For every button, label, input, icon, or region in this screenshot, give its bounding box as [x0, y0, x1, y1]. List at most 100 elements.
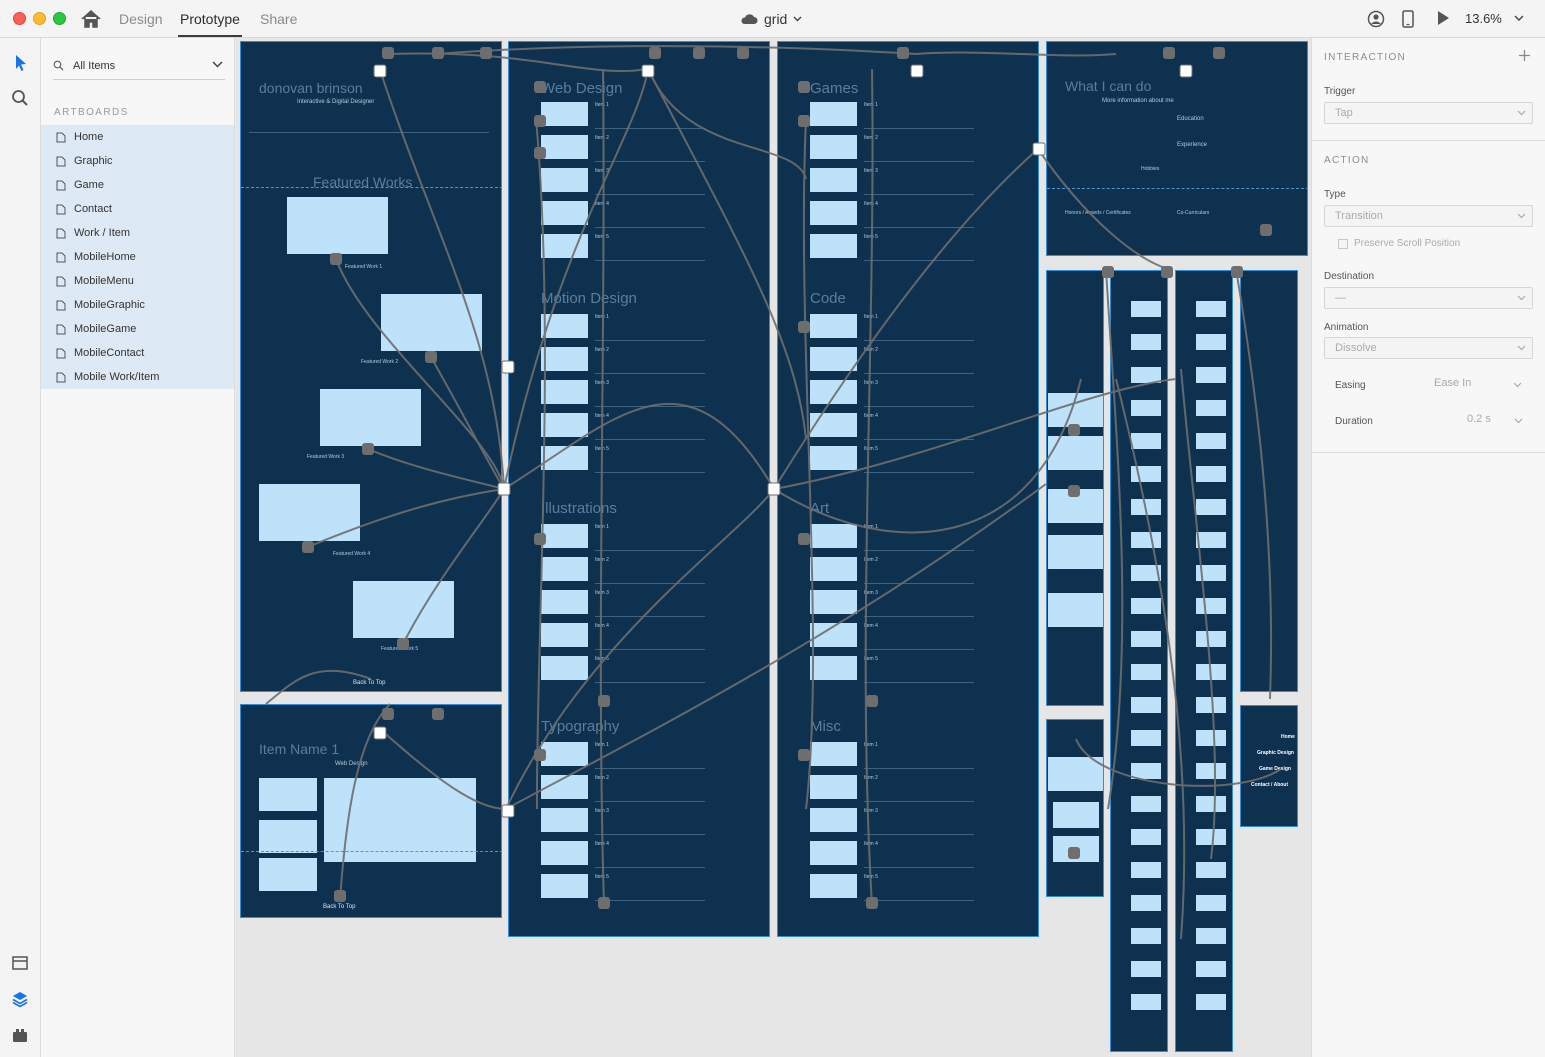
- mobile-thumb[interactable]: [1131, 433, 1161, 449]
- add-interaction-icon[interactable]: [1519, 50, 1530, 61]
- mobile-thumb[interactable]: [1131, 400, 1161, 416]
- item-hero-image[interactable]: [324, 778, 476, 862]
- mobile-thumb[interactable]: [1196, 829, 1226, 845]
- mobile-thumb[interactable]: [1131, 928, 1161, 944]
- mobile-menu-item[interactable]: Game Design: [1259, 766, 1291, 772]
- mobile-menu-item[interactable]: Graphic Design: [1257, 750, 1294, 756]
- minimize-window-button[interactable]: [33, 12, 46, 25]
- item-thumbnail[interactable]: [810, 742, 857, 766]
- mobile-thumb[interactable]: [1196, 730, 1226, 746]
- item-thumbnail[interactable]: [810, 201, 857, 225]
- artboard-list-item[interactable]: MobileMenu: [41, 269, 234, 293]
- zoom-level[interactable]: 13.6%: [1465, 11, 1502, 26]
- close-window-button[interactable]: [13, 12, 26, 25]
- item-thumbnail[interactable]: [541, 557, 588, 581]
- artboard-list-item[interactable]: Contact: [41, 197, 234, 221]
- featured-work-3-thumb[interactable]: [320, 389, 421, 446]
- mobile-thumb[interactable]: [1196, 763, 1226, 779]
- mobile-thumb[interactable]: [1131, 367, 1161, 383]
- assets-panel-icon[interactable]: [11, 954, 29, 972]
- item-thumbnail[interactable]: [810, 841, 857, 865]
- mobile-thumb[interactable]: [1196, 532, 1226, 548]
- device-preview-icon[interactable]: [1402, 10, 1414, 28]
- artboard-home[interactable]: donovan brinson Interactive & Digital De…: [240, 41, 502, 692]
- back-to-top-link[interactable]: Back To Top: [353, 680, 386, 686]
- mobile-thumb[interactable]: [1196, 466, 1226, 482]
- mobile-thumb[interactable]: [1131, 697, 1161, 713]
- artboard-list-item[interactable]: Home: [41, 125, 234, 149]
- artboard-filter-select[interactable]: All Items: [53, 56, 225, 80]
- mobile-thumb[interactable]: [1196, 631, 1226, 647]
- mobile-thumb[interactable]: [1196, 961, 1226, 977]
- item-thumbnail[interactable]: [810, 808, 857, 832]
- mobile-thumb[interactable]: [1048, 535, 1103, 569]
- artboard-list-item[interactable]: Graphic: [41, 149, 234, 173]
- artboard-mobile-work-item[interactable]: [1046, 719, 1104, 897]
- mobile-menu-item[interactable]: Home: [1281, 734, 1295, 740]
- mobile-thumb[interactable]: [1131, 961, 1161, 977]
- featured-work-5-thumb[interactable]: [353, 581, 454, 638]
- item-thumbnail[interactable]: [810, 656, 857, 680]
- mobile-thumb[interactable]: [1196, 697, 1226, 713]
- mobile-thumb[interactable]: [1131, 862, 1161, 878]
- artboard-mobile-menu[interactable]: Home Graphic Design Game Design Contact …: [1240, 705, 1298, 827]
- animation-select[interactable]: Dissolve: [1324, 337, 1533, 359]
- item-thumbnail[interactable]: [541, 742, 588, 766]
- artboard-list-item[interactable]: Mobile Work/Item: [41, 365, 234, 389]
- item-thumbnail[interactable]: [541, 135, 588, 159]
- mobile-thumb[interactable]: [1131, 829, 1161, 845]
- mobile-thumb[interactable]: [1131, 334, 1161, 350]
- mobile-thumb[interactable]: [1196, 367, 1226, 383]
- mobile-thumb[interactable]: [1053, 802, 1099, 828]
- item-thumbnail[interactable]: [541, 524, 588, 548]
- item-image-thumb[interactable]: [259, 778, 317, 811]
- mobile-thumb[interactable]: [1131, 796, 1161, 812]
- item-thumbnail[interactable]: [810, 314, 857, 338]
- mobile-thumb[interactable]: [1048, 593, 1103, 627]
- item-thumbnail[interactable]: [541, 314, 588, 338]
- artboard-list-item[interactable]: MobileGame: [41, 317, 234, 341]
- item-thumbnail[interactable]: [810, 524, 857, 548]
- item-thumbnail[interactable]: [810, 775, 857, 799]
- mobile-thumb[interactable]: [1131, 565, 1161, 581]
- tab-prototype[interactable]: Prototype: [180, 11, 240, 27]
- mobile-thumb[interactable]: [1131, 598, 1161, 614]
- preserve-scroll-checkbox[interactable]: [1338, 239, 1348, 249]
- item-thumbnail[interactable]: [541, 656, 588, 680]
- item-thumbnail[interactable]: [810, 102, 857, 126]
- artboard-mobile-contact[interactable]: [1240, 270, 1298, 692]
- mobile-thumb[interactable]: [1196, 928, 1226, 944]
- item-thumbnail[interactable]: [810, 135, 857, 159]
- artboard-list-item[interactable]: Game: [41, 173, 234, 197]
- item-thumbnail[interactable]: [541, 874, 588, 898]
- item-thumbnail[interactable]: [541, 347, 588, 371]
- action-type-select[interactable]: Transition: [1324, 205, 1533, 227]
- layers-panel-icon[interactable]: [11, 990, 29, 1008]
- easing-select[interactable]: Ease In: [1434, 377, 1526, 395]
- item-image-thumb[interactable]: [259, 820, 317, 853]
- item-thumbnail[interactable]: [541, 808, 588, 832]
- plugins-panel-icon[interactable]: [11, 1026, 29, 1044]
- item-thumbnail[interactable]: [810, 557, 857, 581]
- mobile-thumb[interactable]: [1048, 757, 1103, 791]
- back-to-top-link[interactable]: Back To Top: [323, 904, 356, 910]
- mobile-thumb[interactable]: [1131, 301, 1161, 317]
- zoom-tool-icon[interactable]: [11, 89, 29, 107]
- item-image-thumb[interactable]: [259, 858, 317, 891]
- mobile-thumb[interactable]: [1131, 895, 1161, 911]
- item-thumbnail[interactable]: [810, 446, 857, 470]
- mobile-thumb[interactable]: [1196, 499, 1226, 515]
- trigger-select[interactable]: Tap: [1324, 102, 1533, 124]
- item-thumbnail[interactable]: [810, 168, 857, 192]
- item-thumbnail[interactable]: [541, 201, 588, 225]
- mobile-thumb[interactable]: [1196, 334, 1226, 350]
- item-thumbnail[interactable]: [810, 234, 857, 258]
- item-thumbnail[interactable]: [541, 168, 588, 192]
- mobile-thumb[interactable]: [1196, 400, 1226, 416]
- mobile-thumb[interactable]: [1131, 664, 1161, 680]
- artboard-list-item[interactable]: MobileContact: [41, 341, 234, 365]
- featured-work-4-thumb[interactable]: [259, 484, 360, 541]
- mobile-thumb[interactable]: [1196, 895, 1226, 911]
- tab-design[interactable]: Design: [119, 11, 163, 27]
- home-icon[interactable]: [80, 9, 102, 29]
